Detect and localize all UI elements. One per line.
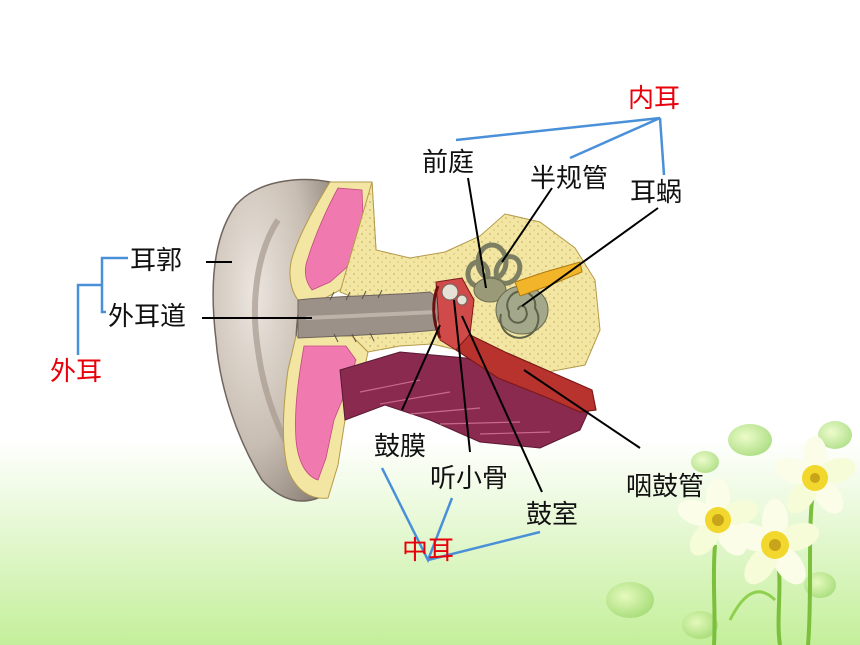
inner-ear-label: 内耳 (628, 84, 681, 114)
semicircular-leader (501, 187, 553, 263)
eardrum-shape (432, 285, 442, 339)
ossicles-label: 听小骨 (430, 464, 509, 494)
inner-ear-bracket (455, 116, 666, 176)
cochlea-label: 耳蜗 (630, 178, 683, 208)
vestibule-shape (473, 277, 507, 303)
outer-ear-label: 外耳 (50, 357, 103, 387)
eustachian-tube-label: 咽鼓管 (626, 472, 705, 502)
middle-ear-bracket (380, 467, 541, 564)
brackets (76, 116, 666, 564)
semicircular-canals-label: 半规管 (530, 164, 609, 194)
eardrum-leader (401, 324, 441, 411)
vestibule-label: 前庭 (422, 148, 475, 178)
cochlea-leader (521, 207, 659, 307)
ossicles-leader (453, 299, 471, 453)
tympanic-leader (461, 315, 543, 493)
ossicles-shape (441, 283, 459, 301)
auditory-nerve (514, 261, 583, 297)
tympanic-cavity-label: 鼓室 (526, 500, 579, 530)
middle-ear-label: 中耳 (402, 536, 455, 566)
eustachian-leader (523, 369, 641, 449)
flower-decoration (606, 421, 856, 645)
outer-ear-bracket (76, 256, 128, 355)
auricle-label: 耳郭 (130, 246, 183, 276)
eardrum-label: 鼓膜 (374, 432, 427, 462)
vestibule-leader (467, 177, 487, 289)
ear-canal-label: 外耳道 (108, 302, 187, 332)
leader-lines (202, 177, 659, 493)
